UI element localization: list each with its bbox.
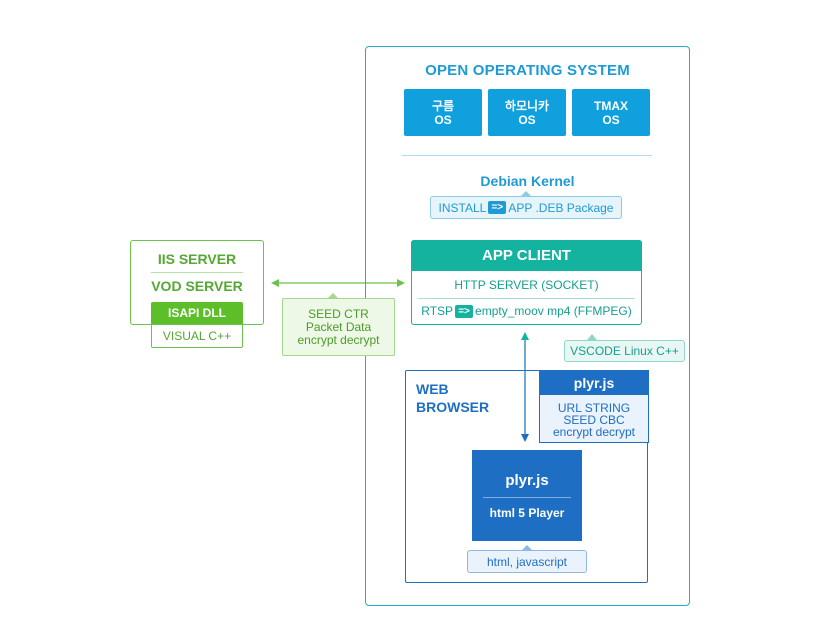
player-title: plyr.js — [505, 471, 549, 489]
kernel-title: Debian Kernel — [480, 173, 575, 189]
os-title: OPEN OPERATING SYSTEM — [425, 61, 630, 79]
browser-title-line: WEB — [416, 381, 449, 397]
package-label: APP .DEB Package — [508, 200, 614, 215]
seed-ctr-box: SEED CTR Packet Data encrypt decrypt — [282, 298, 395, 356]
player-subtitle: html 5 Player — [489, 505, 565, 520]
os-box-label: 하모니카 — [504, 98, 550, 113]
arrow-icon: => — [455, 304, 474, 318]
iis-divider — [151, 272, 243, 273]
arrowhead-left — [271, 279, 279, 287]
player-divider — [483, 496, 571, 498]
vod-server-title: VOD SERVER — [151, 278, 243, 294]
os-box-label: OS — [518, 112, 536, 127]
os-box-label: OS — [434, 112, 452, 127]
browser-title-line: BROWSER — [416, 399, 490, 415]
plyr-seed-line: SEED CBC — [563, 413, 625, 427]
os-box-harmonica: 하모니카 OS — [488, 89, 566, 136]
plyr-seed-title: plyr.js — [539, 370, 649, 395]
os-box-goorm: 구름 OS — [404, 89, 482, 136]
arrowhead-right — [397, 279, 405, 287]
rtsp-label: RTSP — [421, 304, 454, 318]
os-box-tmax: TMAX OS — [572, 89, 650, 136]
install-label: INSTALL — [438, 200, 487, 215]
os-divider — [402, 155, 652, 156]
iis-server-title: IIS SERVER — [157, 251, 237, 267]
vscode-pill: VSCODE Linux C++ — [564, 340, 685, 362]
seed-line: encrypt decrypt — [297, 332, 380, 347]
visual-cpp-label: VISUAL C++ — [151, 324, 243, 348]
seed-line: Packet Data — [305, 319, 372, 334]
arrowhead-up — [521, 332, 529, 340]
os-box-label: OS — [602, 112, 620, 127]
app-client-divider — [418, 298, 635, 299]
app-client-title: APP CLIENT — [411, 240, 642, 271]
install-pill: INSTALL => APP .DEB Package — [430, 196, 622, 219]
html5-player-box: plyr.js html 5 Player — [472, 450, 582, 541]
html-pointer — [522, 545, 532, 550]
web-browser-frame — [405, 370, 648, 583]
install-pointer — [521, 191, 531, 196]
web-browser-title: WEB BROWSER — [416, 380, 526, 416]
arrow-icon: => — [488, 201, 507, 214]
vscode-pointer — [587, 334, 597, 340]
arrowhead-down — [521, 434, 529, 442]
isapi-dll-label: ISAPI DLL — [151, 302, 243, 324]
http-server-label: HTTP SERVER (SOCKET) — [454, 278, 599, 292]
html-javascript-pill: html, javascript — [467, 550, 587, 573]
os-box-label: 구름 — [431, 98, 455, 113]
plyr-seed-line: URL STRING — [557, 401, 631, 415]
seed-line: SEED CTR — [308, 306, 369, 321]
rtsp-line: RTSP => empty_moov mp4 (FFMPEG) — [411, 300, 642, 322]
plyr-seed-body: URL STRING SEED CBC encrypt decrypt — [539, 398, 649, 442]
mp4-label: empty_moov mp4 (FFMPEG) — [475, 304, 632, 318]
seed-pointer — [328, 293, 338, 298]
plyr-seed-line: encrypt decrypt — [552, 425, 636, 439]
os-box-label: TMAX — [594, 98, 628, 113]
